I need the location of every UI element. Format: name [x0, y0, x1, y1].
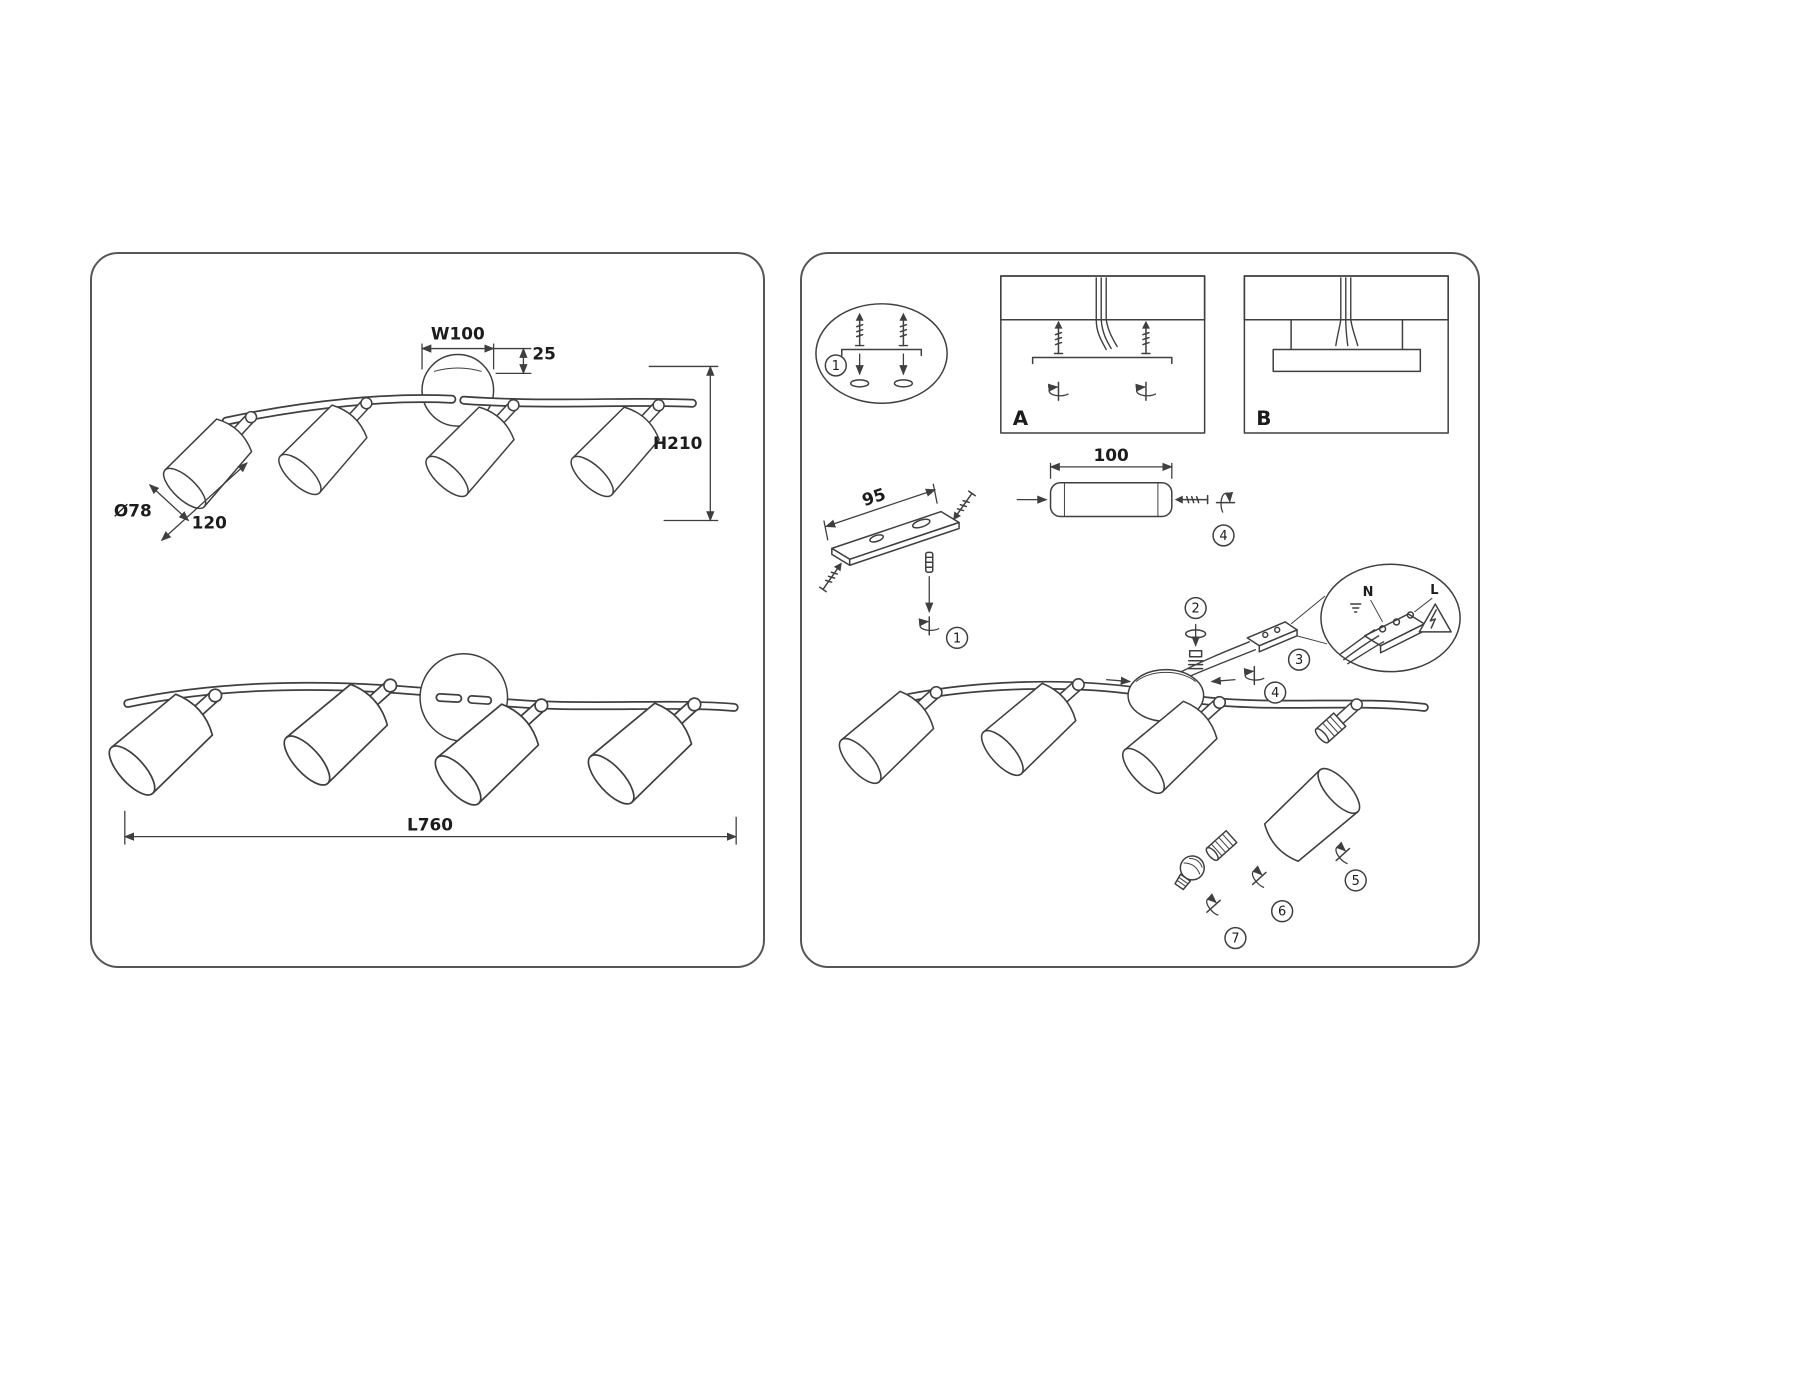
mounting-option-b: B [1243, 275, 1449, 434]
warning-icon [1418, 603, 1452, 633]
svg-text:4: 4 [1219, 529, 1227, 544]
step-2-badge: 2 [1184, 596, 1207, 620]
dim-label-d78: Ø78 [114, 501, 152, 521]
detail-bubble-fasteners: 1 [815, 303, 948, 404]
lamp-shade [276, 657, 417, 793]
step-4-badge: 4 [1264, 681, 1287, 704]
dim-label-l760: L760 [407, 815, 453, 835]
screw-icon [818, 559, 846, 593]
step-4-badge: 4 [1212, 524, 1235, 547]
rotation-arrow-icon [1217, 493, 1235, 512]
step-5-badge: 5 [1344, 869, 1367, 892]
dim-canopy-width: W100 [420, 324, 495, 370]
dim-bracket-width: 95 [823, 483, 938, 541]
step-1-badge: 1 [945, 626, 969, 650]
dimensions-drawing: W100 25 H210 Ø78 [101, 324, 739, 845]
screw-icon [949, 490, 976, 524]
wire-neutral-label: N [1363, 585, 1374, 600]
screw-icon [1174, 494, 1209, 505]
lamp-shade [580, 676, 721, 812]
washer-icon [1188, 650, 1203, 658]
ceiling-wires [1340, 277, 1352, 321]
fixture-front-view: L760 [101, 652, 739, 845]
canopy [421, 353, 495, 427]
lamp-shade [832, 666, 961, 791]
dim-label-w100: W100 [431, 324, 485, 344]
socket-arm [1314, 698, 1363, 744]
svg-text:2: 2 [1192, 601, 1200, 616]
svg-text:3: 3 [1295, 653, 1303, 668]
mounting-bracket [1031, 356, 1173, 365]
rotation-arrow-icon [1245, 667, 1264, 685]
ground-icon [1350, 603, 1362, 613]
fixture-side-view: W100 25 H210 Ø78 [114, 324, 719, 542]
svg-text:1: 1 [953, 631, 961, 646]
anchor-icon [925, 551, 934, 573]
option-a-label: A [1013, 407, 1029, 430]
supply-wires [1340, 629, 1385, 665]
track-bar [123, 681, 739, 712]
installation-drawing: 1 A [815, 275, 1461, 950]
option-b-label: B [1256, 407, 1271, 430]
dimensions-panel: W100 25 H210 Ø78 [90, 252, 765, 968]
dim-label-25: 25 [532, 343, 555, 363]
socket-sleeve [1205, 830, 1238, 862]
step-6-badge: 6 [1270, 900, 1294, 923]
ceiling-wires [1095, 277, 1107, 321]
detail-bubble-wiring: N L [1320, 563, 1461, 673]
step-1-badge: 1 [824, 354, 847, 377]
lamp-shade-detached [1257, 761, 1367, 869]
rotation-arrow-icon [1201, 893, 1227, 919]
wire-live-label: L [1430, 583, 1438, 598]
rotation-arrow-icon [920, 617, 939, 635]
dim-shade-length: 120 [160, 462, 248, 542]
bulb-icon [1174, 855, 1205, 891]
rotation-arrow-icon [1330, 842, 1356, 868]
dim-rod-length: 100 [1049, 445, 1173, 479]
connector-rod: 100 4 [1016, 445, 1235, 547]
installation-panel: 1 A [800, 252, 1480, 968]
mounting-plate [1272, 348, 1422, 373]
step-7-badge: 7 [1224, 926, 1247, 950]
dim-fixture-length: L760 [123, 810, 738, 845]
dim-label-100: 100 [1094, 445, 1129, 465]
terminal-block [1246, 621, 1298, 653]
svg-text:7: 7 [1231, 932, 1239, 947]
track-bar [221, 394, 697, 426]
dim-label-h210: H210 [653, 433, 702, 453]
fixture-assembly: 4 5 [832, 658, 1429, 950]
dim-canopy-height: 25 [493, 343, 556, 375]
svg-text:4: 4 [1271, 686, 1279, 701]
wiring-steps: 2 3 [1173, 595, 1328, 683]
step-3-badge: 3 [1287, 648, 1311, 671]
bracket-detail: 95 1 [818, 483, 976, 650]
svg-text:5: 5 [1352, 874, 1360, 889]
dim-label-95: 95 [859, 484, 888, 510]
drill-hole-icon [849, 379, 870, 388]
rotation-arrow-icon [1247, 866, 1273, 892]
dim-fixture-height: H210 [648, 365, 719, 522]
lamp-shade [974, 658, 1103, 783]
svg-text:6: 6 [1278, 905, 1286, 920]
dim-label-120: 120 [192, 512, 227, 532]
mounting-option-a: A [1000, 275, 1206, 434]
drill-hole-icon [893, 379, 914, 388]
svg-text:1: 1 [832, 359, 840, 374]
